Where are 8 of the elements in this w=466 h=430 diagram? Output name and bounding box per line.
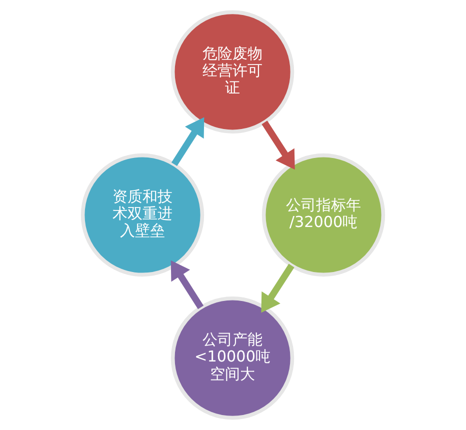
arrow [261, 264, 294, 313]
node-circle: 危险废物经营许可证 [170, 10, 294, 134]
node-circle: 资质和技术双重进入壁垒 [80, 153, 204, 277]
node-circle: 公司产能<10000吨 空间大 [170, 296, 294, 420]
arrow [171, 117, 204, 166]
arrow [262, 120, 295, 170]
node-circle: 公司指标年/32000吨 [262, 153, 386, 277]
arrow [170, 260, 204, 310]
